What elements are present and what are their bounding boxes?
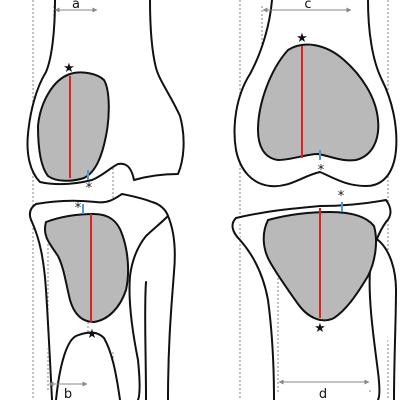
left-femur-star-marker: ★ bbox=[63, 61, 75, 76]
right-fibula-bone bbox=[377, 239, 397, 400]
right-tibia-asterisk-marker: * bbox=[338, 189, 345, 204]
right-femur-lesion bbox=[257, 43, 380, 162]
left-fibula-bone bbox=[144, 215, 176, 400]
left-tibia-star-marker: ★ bbox=[86, 327, 98, 342]
left-femur-lesion bbox=[37, 71, 110, 182]
right-panel: c d ★ * * ★ bbox=[231, 0, 398, 400]
left-tibia-lesion bbox=[44, 213, 130, 323]
label-c: c bbox=[304, 0, 311, 12]
label-d: d bbox=[319, 387, 327, 400]
left-tibia-asterisk-marker: * bbox=[75, 201, 82, 216]
right-femur-star-marker: ★ bbox=[296, 31, 308, 46]
right-tibia-star-marker: ★ bbox=[314, 321, 326, 336]
right-femur-asterisk-marker: * bbox=[318, 163, 325, 178]
left-panel: a b ★ * * ★ bbox=[26, 0, 185, 400]
label-a: a bbox=[72, 0, 80, 12]
label-b: b bbox=[64, 387, 72, 400]
left-femur-asterisk-marker: * bbox=[86, 181, 93, 196]
